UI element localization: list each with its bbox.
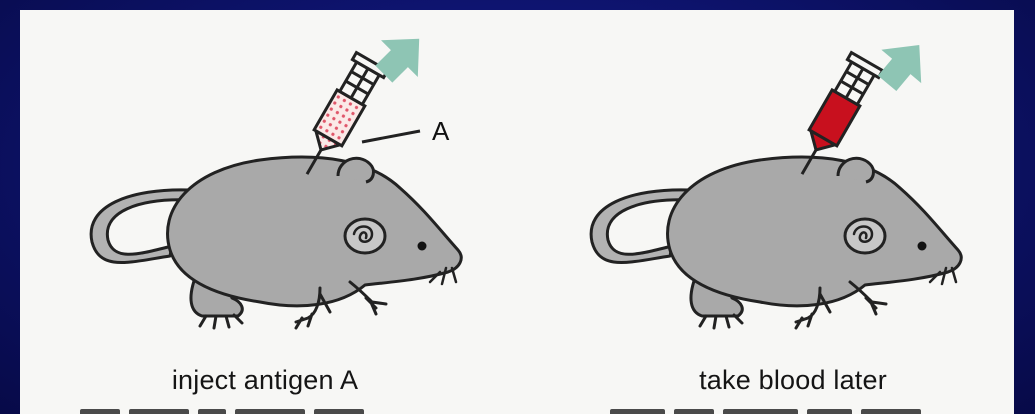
diagram-panel: A inject antigen A take blood later: [20, 10, 1014, 414]
antigen-label: A: [432, 116, 450, 146]
immunization-figure: A: [20, 10, 1014, 414]
mouse-icon: [91, 157, 461, 328]
arrow-icon: [867, 28, 939, 100]
caption-inject: inject antigen A: [130, 365, 400, 396]
cropped-text-line: [610, 409, 950, 414]
cropped-text-line: [80, 409, 410, 414]
caption-take-blood: take blood later: [658, 365, 928, 396]
label-leader-line: [362, 131, 420, 142]
mouse-icon: [591, 157, 961, 328]
